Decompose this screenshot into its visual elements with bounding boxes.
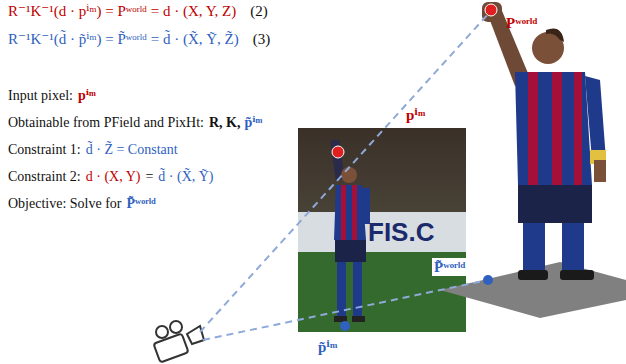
point-label: P̃ʷᵒʳˡᵈ <box>432 258 467 276</box>
symbol: pⁱᵐ <box>78 88 96 105</box>
ground-plane <box>440 262 626 318</box>
constraint-expression: d̃ · (X̃, Ỹ) <box>158 169 213 186</box>
ray-line <box>200 12 490 332</box>
equals-sign: = <box>145 169 153 186</box>
constraint-expression: d · (X, Y) <box>86 169 141 186</box>
equation-number: (3) <box>253 30 271 48</box>
note-text: Objective: Solve for <box>8 196 122 213</box>
symbol: p̃ⁱᵐ <box>244 115 262 132</box>
point-label: Pʷᵒʳˡᵈ <box>506 14 537 32</box>
camera-icon <box>153 321 204 363</box>
point-label: p̃ⁱᵐ <box>318 338 337 356</box>
player-3d <box>482 2 606 280</box>
symbol: P̃ʷᵒʳˡᵈ <box>127 196 156 213</box>
equation-number: (2) <box>250 2 268 20</box>
constraint-expression: d̃ · Z̃ = Constant <box>86 142 178 159</box>
banner-text: FIS.C <box>368 217 434 248</box>
note-text: Constraint 2: <box>8 169 81 186</box>
note-text: Constraint 1: <box>8 142 81 159</box>
symbol: R, K, <box>209 115 241 132</box>
ground-point <box>483 275 493 285</box>
note-text: Input pixel: <box>8 88 73 105</box>
world-point <box>485 4 497 16</box>
equation: R⁻¹K⁻¹(d̃ · p̃ⁱᵐ) = P̃ʷᵒʳˡᵈ = d̃ · (X̃, … <box>8 30 239 48</box>
ray-line <box>203 280 488 340</box>
point-label: pⁱᵐ <box>406 106 425 124</box>
equation: R⁻¹K⁻¹(d · pⁱᵐ) = Pʷᵒʳˡᵈ = d · (X, Y, Z) <box>8 2 236 20</box>
image-point <box>332 146 344 158</box>
note-text: Obtainable from PField and PixHt: <box>8 115 204 132</box>
image-ground-point <box>340 321 350 331</box>
